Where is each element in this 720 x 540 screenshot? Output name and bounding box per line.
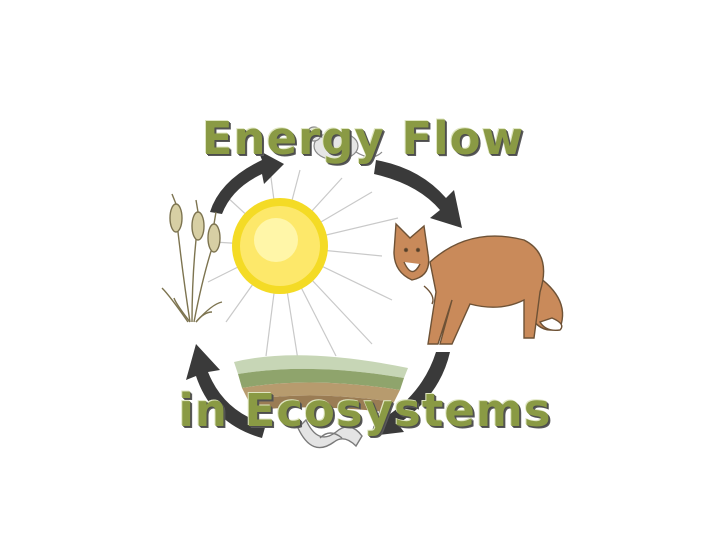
mouse-icon [306, 126, 383, 161]
sun-icon [232, 198, 328, 294]
circular-arrow-icon [186, 150, 462, 438]
fox-icon [393, 222, 564, 345]
worm-icon [297, 418, 363, 449]
wheat-icon [161, 193, 223, 323]
soil-layers-icon [234, 355, 408, 412]
title-line-2: in Ecosystems [178, 384, 552, 437]
title-line-1: Energy Flow [201, 112, 525, 165]
